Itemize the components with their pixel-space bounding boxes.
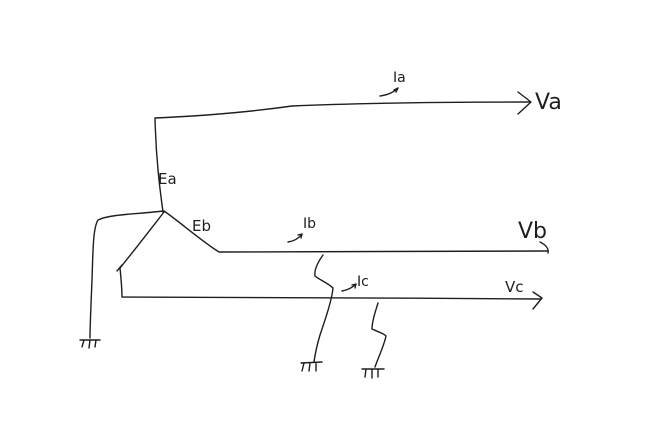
phase-b-arrow-tip bbox=[539, 241, 549, 254]
fault-2-ground-symbol bbox=[361, 368, 385, 379]
source-a-label: Ea bbox=[158, 170, 177, 188]
current-a-arrow bbox=[379, 87, 399, 97]
phase-a-line bbox=[154, 101, 531, 213]
fault-1-zigzag bbox=[313, 254, 334, 363]
current-c-arrow bbox=[341, 283, 357, 292]
phase-c-bend-mark bbox=[116, 264, 123, 272]
voltage-c-label: Vc bbox=[505, 278, 524, 296]
neutral-ground-symbol bbox=[79, 339, 101, 349]
current-b-arrow bbox=[287, 233, 303, 243]
neutral-ground-wire bbox=[89, 210, 164, 339]
current-c-label: Ic bbox=[357, 274, 369, 290]
phase-b-line bbox=[163, 210, 549, 253]
voltage-b-label: Vb bbox=[518, 219, 547, 244]
current-a-label: Ia bbox=[393, 70, 406, 86]
phase-a-arrowhead bbox=[517, 91, 532, 115]
fault-1-ground-symbol bbox=[300, 361, 323, 372]
current-b-label: Ib bbox=[303, 216, 316, 232]
phase-c-arrowhead bbox=[532, 291, 543, 310]
fault-2-zigzag bbox=[371, 302, 387, 368]
phase-c-line bbox=[119, 211, 542, 300]
source-b-label: Eb bbox=[192, 217, 211, 235]
voltage-a-label: Va bbox=[535, 90, 562, 115]
